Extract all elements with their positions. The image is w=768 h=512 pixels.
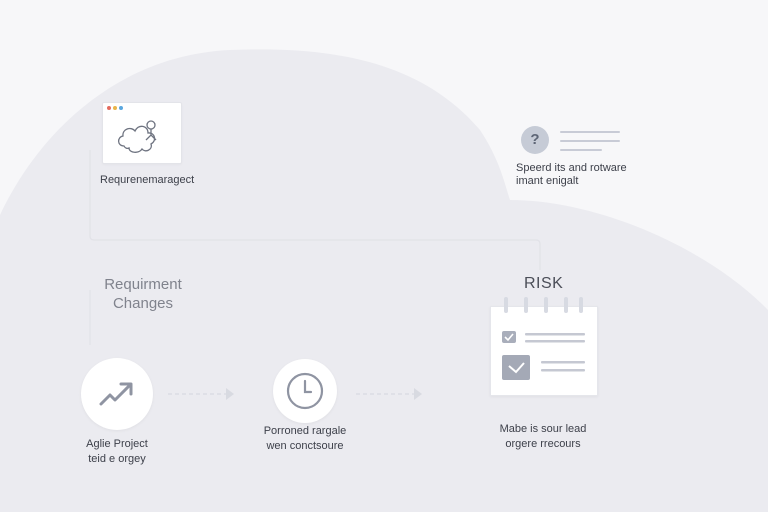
risk-caption: Mabe is sour lead orgere rrecours bbox=[476, 422, 610, 452]
clipboard-ring bbox=[579, 297, 583, 313]
browser-window-card bbox=[102, 102, 182, 164]
checklist-lines bbox=[502, 331, 585, 380]
checklist-clipboard-icon bbox=[490, 297, 598, 396]
agile-caption-line2: teid e orgey bbox=[88, 453, 146, 465]
timeline-caption: Porroned rargale wen conctsoure bbox=[248, 424, 362, 454]
text-line-3 bbox=[560, 149, 602, 151]
timeline-caption-line1: Porroned rargale bbox=[263, 425, 347, 437]
risk-title: RISK bbox=[524, 275, 564, 292]
clipboard-ring bbox=[524, 297, 528, 313]
timeline-caption-line2: wen conctsoure bbox=[266, 440, 344, 452]
question-icon: ? bbox=[521, 126, 549, 154]
top-right-caption-2: imant enigalt bbox=[516, 175, 579, 187]
requirement-changes-label: Requirment Changes bbox=[92, 275, 194, 313]
agile-project-caption: Aglie Project teid e orgey bbox=[66, 437, 168, 467]
risk-caption-line2: orgere rrecours bbox=[505, 438, 581, 450]
top-left-caption: Requrenemaragect bbox=[100, 174, 195, 186]
chevron-up-arrow-icon bbox=[99, 382, 133, 406]
dashed-arrow-1 bbox=[168, 388, 234, 400]
agile-project-node bbox=[81, 358, 153, 430]
clipboard-ring bbox=[564, 297, 568, 313]
clipboard-ring bbox=[504, 297, 508, 313]
risk-caption-line1: Mabe is sour lead bbox=[499, 423, 587, 435]
requirement-label-line1: Requirment bbox=[104, 276, 182, 293]
window-dot-blue bbox=[119, 106, 123, 110]
cloud-gear-icon bbox=[117, 120, 157, 153]
clipboard-ring bbox=[544, 297, 548, 313]
text-line-1 bbox=[560, 131, 620, 133]
top-right-caption-1: Speerd its and rotware bbox=[516, 162, 627, 174]
text-line-2 bbox=[560, 140, 620, 142]
clock-icon bbox=[286, 372, 324, 410]
agile-caption-line1: Aglie Project bbox=[86, 438, 148, 450]
window-dot-red bbox=[107, 106, 111, 110]
requirement-label-line2: Changes bbox=[112, 295, 174, 312]
timeline-node bbox=[273, 359, 337, 423]
dashed-arrow-2 bbox=[356, 388, 422, 400]
window-dot-yellow bbox=[113, 106, 117, 110]
